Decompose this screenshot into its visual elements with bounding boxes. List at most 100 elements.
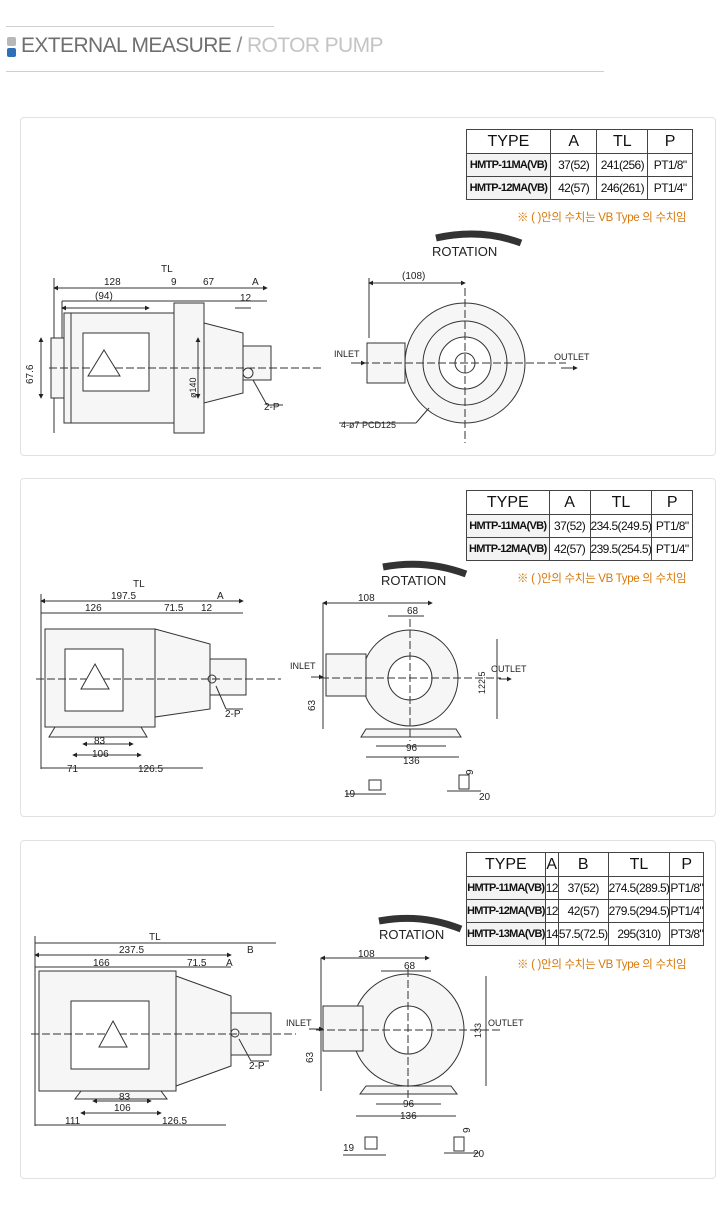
dim-9: 9: [465, 769, 476, 775]
table-cell: PT1/4": [651, 537, 693, 561]
table-cell: PT3/8": [669, 922, 705, 946]
dim-b: B: [247, 945, 254, 956]
inlet-label: INLET: [334, 349, 360, 359]
panel-2: TL 197.5 A 126 71.5 12 2-P 83 106 71 126…: [20, 478, 716, 817]
spec-table-1: TYPE A TL P HMTP-11MA(VB) 37(52) 241(256…: [466, 129, 693, 200]
dim-126: 126: [85, 603, 102, 614]
dim-63: 63: [305, 1051, 316, 1063]
dim-94: (94): [95, 291, 113, 302]
vb-note: ※ ( )안의 수치는 VB Type 의 수치임: [517, 959, 687, 971]
table-cell: 42(57): [548, 537, 591, 561]
table-row: HMTP-12MA(VB) 12 42(57) 279.5(294.5) PT1…: [466, 899, 705, 923]
dim-140: ø140: [188, 377, 198, 398]
dim-133: 133: [473, 1023, 483, 1038]
dim-20: 20: [479, 792, 491, 803]
dim-68: 68: [407, 606, 419, 617]
table-cell: 37(52): [557, 876, 609, 900]
dim-126-5: 126.5: [138, 764, 163, 775]
dim-197-5: 197.5: [111, 591, 136, 602]
panel-3-front-view: [309, 914, 501, 1156]
panel-3-side-view: [31, 936, 296, 1126]
dim-71-5: 71.5: [164, 603, 184, 614]
table-cell: PT1/8": [647, 153, 693, 177]
col-header: TL: [589, 490, 653, 515]
col-header: TYPE: [466, 490, 550, 515]
col-header: B: [557, 852, 609, 877]
panel-3-drawing: TL 237.5 B 166 71.5 A 2-P 83 106 111 126…: [31, 914, 524, 1160]
panel-1-drawing: TL 128 9 67 A (94) 12 67.6 ø140 2-P: [25, 230, 590, 443]
dim-128: 128: [104, 277, 121, 288]
dim-12: 12: [201, 603, 213, 614]
table-cell: PT1/4": [647, 176, 693, 200]
dim-67-6: 67.6: [25, 364, 36, 384]
panel-2-side-dims: TL 197.5 A 126 71.5 12 2-P 83 106 71 126…: [67, 579, 241, 775]
col-header: P: [647, 129, 693, 154]
header-bullet-blue-icon: [7, 48, 16, 57]
table-cell: 295(310): [607, 922, 671, 946]
dim-106: 106: [114, 1103, 131, 1114]
table-cell: HMTP-13MA(VB): [466, 922, 546, 946]
table-cell: 239.5(254.5): [589, 537, 653, 561]
rotation-label: ROTATION: [379, 927, 444, 942]
header-bottom-rule: [6, 71, 604, 72]
col-header: TYPE: [466, 852, 546, 877]
dim-108: 108: [358, 593, 375, 604]
dim-122-5: 122.5: [477, 671, 487, 694]
panel-1-side-dims: TL 128 9 67 A (94) 12 67.6 ø140 2-P: [25, 264, 280, 413]
dim-a: A: [217, 591, 224, 602]
panel-1-front-dims: ROTATION (108) INLET OUTLET 4-ø7 PCD125: [334, 244, 590, 430]
table-cell: 279.5(294.5): [607, 899, 671, 923]
dim-tl: TL: [161, 264, 173, 275]
panel-1-front-view: [339, 230, 578, 443]
col-header: TYPE: [466, 129, 551, 154]
vb-note: ※ ( )안의 수치는 VB Type 의 수치임: [517, 212, 687, 224]
table-row: HMTP-11MA(VB) 12 37(52) 274.5(289.5) PT1…: [466, 876, 705, 900]
dim-2p: 2-P: [249, 1061, 265, 1072]
rotation-label: ROTATION: [432, 244, 497, 259]
dim-71: 71: [67, 764, 79, 775]
table-cell: 246(261): [596, 176, 649, 200]
table-row: HMTP-12MA(VB) 42(57) 239.5(254.5) PT1/4": [466, 537, 693, 561]
table-row: HMTP-13MA(VB) 14 57.5(72.5) 295(310) PT3…: [466, 922, 705, 946]
table-cell: 37(52): [549, 153, 598, 177]
table-row: HMTP-12MA(VB) 42(57) 246(261) PT1/4": [466, 176, 693, 200]
dim-166: 166: [93, 958, 110, 969]
dim-83: 83: [94, 736, 106, 747]
dim-a: A: [226, 958, 233, 969]
table-row: HMTP-11MA(VB) 37(52) 234.5(249.5) PT1/8": [466, 514, 693, 538]
table-cell: HMTP-11MA(VB): [466, 876, 546, 900]
table-cell: HMTP-12MA(VB): [466, 176, 551, 200]
col-header: P: [669, 852, 705, 877]
panel-1: TL 128 9 67 A (94) 12 67.6 ø140 2-P: [20, 117, 716, 456]
inlet-label: INLET: [286, 1018, 312, 1028]
col-header: A: [549, 129, 598, 154]
page-title: EXTERNAL MEASURE / ROTOR PUMP: [21, 34, 384, 58]
panel-3-side-dims: TL 237.5 B 166 71.5 A 2-P 83 106 111 126…: [65, 932, 265, 1127]
table-cell: 14: [544, 922, 559, 946]
dim-9: 9: [171, 277, 177, 288]
table-cell: PT1/8": [651, 514, 693, 538]
dim-83: 83: [119, 1092, 131, 1103]
spec-table-1-header: TYPE A TL P: [466, 129, 693, 154]
outlet-label: OUTLET: [488, 1018, 524, 1028]
dim-111: 111: [65, 1116, 81, 1127]
table-cell: 12: [544, 899, 559, 923]
dim-tl: TL: [133, 579, 145, 590]
inlet-label: INLET: [290, 661, 316, 671]
dim-96: 96: [403, 1099, 415, 1110]
dim-2p: 2-P: [225, 709, 241, 720]
table-row: HMTP-11MA(VB) 37(52) 241(256) PT1/8": [466, 153, 693, 177]
dim-126-5: 126.5: [162, 1116, 187, 1127]
outlet-label: OUTLET: [554, 352, 590, 362]
table-cell: 37(52): [548, 514, 591, 538]
header-top-rule: [6, 26, 274, 27]
dim-20: 20: [473, 1149, 485, 1160]
dim-19: 19: [343, 1143, 355, 1154]
outlet-label: OUTLET: [491, 664, 527, 674]
table-cell: PT1/8": [669, 876, 705, 900]
table-cell: 234.5(249.5): [589, 514, 653, 538]
dim-63: 63: [307, 699, 318, 711]
col-header: A: [548, 490, 591, 515]
dim-9: 9: [462, 1127, 473, 1133]
table-cell: 42(57): [549, 176, 598, 200]
